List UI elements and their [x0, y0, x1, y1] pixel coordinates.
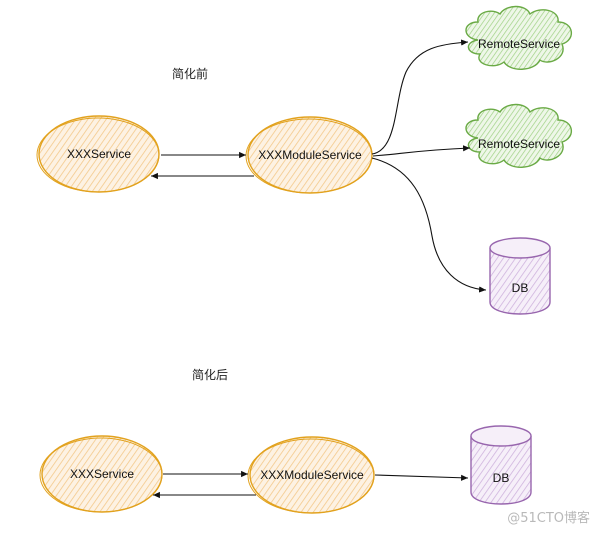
remote-service-cloud-2[interactable]: RemoteService: [465, 103, 572, 168]
database-node-before[interactable]: DB: [489, 237, 551, 315]
section-before: 简化前 XXXService XXXModuleService RemoteSe…: [36, 5, 572, 315]
remote-service-cloud-1[interactable]: RemoteService: [465, 5, 572, 70]
module-service-label: XXXModuleService: [258, 148, 362, 162]
arrow-to-remote-service-2: [372, 145, 471, 157]
module-service-node-after[interactable]: XXXModuleService: [247, 436, 375, 514]
arrow-to-database: [371, 157, 487, 293]
section-after: 简化后 XXXService XXXModuleService DB: [39, 368, 532, 514]
section-title-before: 简化前: [172, 66, 208, 81]
watermark: @51CTO博客: [507, 510, 590, 526]
module-service-label: XXXModuleService: [260, 468, 364, 482]
service-node-xxx-after[interactable]: XXXService: [39, 435, 163, 513]
remote-service-label: RemoteService: [478, 37, 560, 51]
database-node-after[interactable]: DB: [470, 425, 532, 505]
arrow-to-remote-service-1: [371, 39, 469, 155]
arrow-to-database: [374, 474, 469, 481]
database-label: DB: [512, 281, 529, 295]
service-label: XXXService: [67, 147, 131, 161]
service-label: XXXService: [70, 467, 134, 481]
module-service-node-before[interactable]: XXXModuleService: [245, 116, 373, 194]
section-title-after: 简化后: [192, 368, 228, 382]
database-label: DB: [493, 471, 510, 485]
remote-service-label: RemoteService: [478, 137, 560, 151]
service-node-xxx-before[interactable]: XXXService: [36, 115, 160, 193]
